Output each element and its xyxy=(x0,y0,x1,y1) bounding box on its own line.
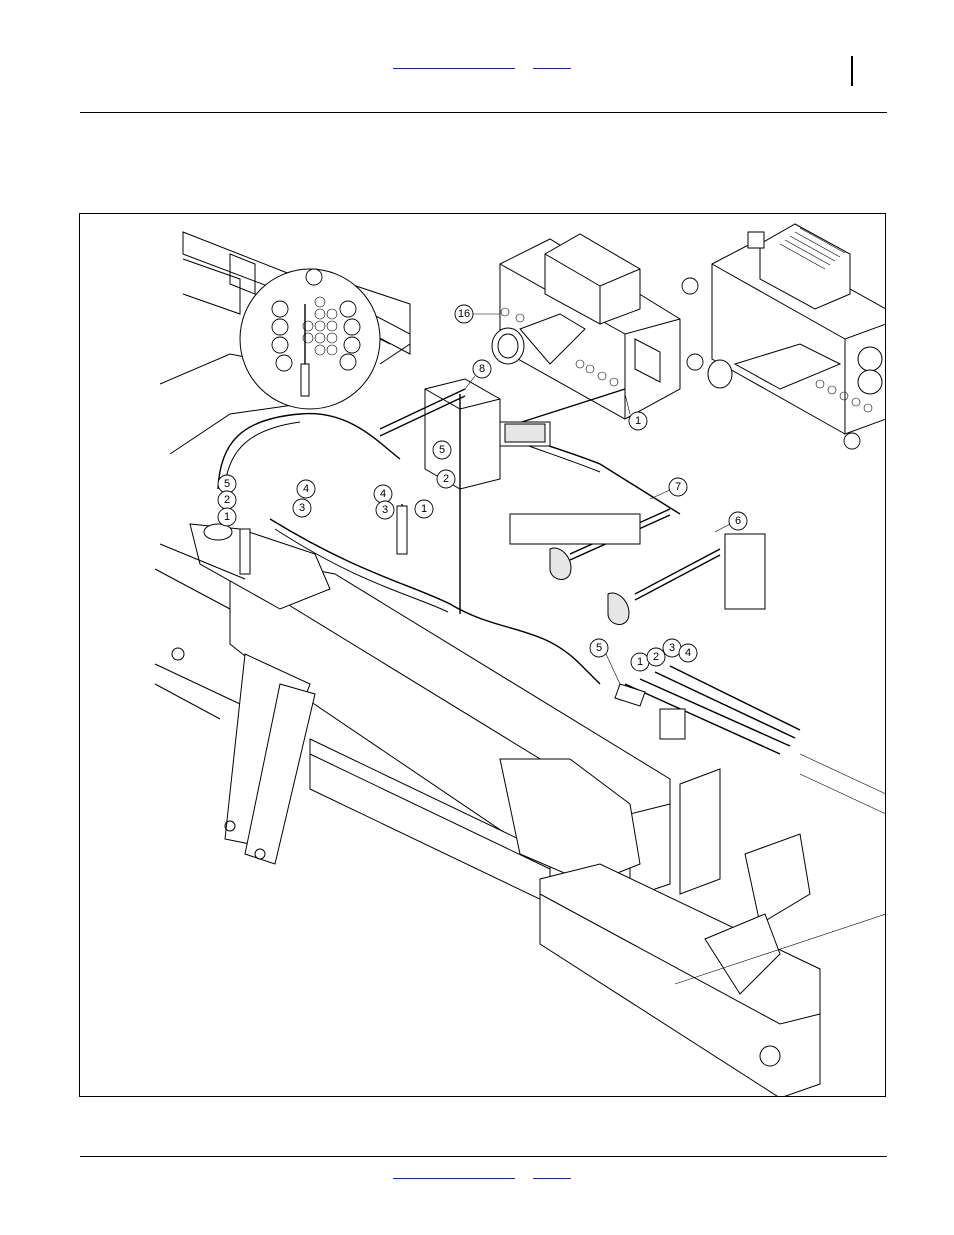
svg-text:3: 3 xyxy=(299,502,305,514)
hopper-unit-right xyxy=(682,224,886,449)
callout-1-hopper: 1 xyxy=(629,412,647,430)
callout-1-left: 1 xyxy=(218,508,236,526)
svg-text:5: 5 xyxy=(439,444,445,456)
callout-3-lower: 3 xyxy=(663,639,681,657)
exploded-assembly-drawing: 16 1 8 5 2 4 3 1 5 2 4 3 1 7 6 5 1 2 3 4 xyxy=(80,214,886,1097)
svg-text:5: 5 xyxy=(596,642,602,654)
svg-text:3: 3 xyxy=(669,642,675,654)
header-link-primary[interactable] xyxy=(393,58,515,69)
callout-4-left: 4 xyxy=(297,480,315,498)
svg-text:4: 4 xyxy=(380,488,386,500)
hopper-unit-left xyxy=(492,234,680,429)
header-link-secondary[interactable] xyxy=(533,58,571,69)
callout-5-lower: 5 xyxy=(590,639,608,657)
callout-4-lower: 4 xyxy=(679,644,697,662)
svg-text:6: 6 xyxy=(735,515,741,527)
svg-text:2: 2 xyxy=(653,651,659,663)
callout-4-mid: 4 xyxy=(374,485,392,503)
callout-16: 16 xyxy=(455,305,473,323)
svg-text:4: 4 xyxy=(685,647,691,659)
callout-3-left: 3 xyxy=(293,499,311,517)
footer-link-primary[interactable] xyxy=(393,1168,515,1179)
main-toolbar-beam xyxy=(155,524,670,904)
callout-6: 6 xyxy=(729,512,747,530)
callout-3-mid: 3 xyxy=(376,501,394,519)
footer-links xyxy=(393,1168,571,1179)
callout-5-left: 5 xyxy=(218,475,236,493)
svg-text:16: 16 xyxy=(458,308,470,320)
parts-diagram-figure: 16 1 8 5 2 4 3 1 5 2 4 3 1 7 6 5 1 2 3 4 xyxy=(79,213,886,1097)
svg-text:1: 1 xyxy=(421,503,427,515)
svg-text:1: 1 xyxy=(637,656,643,668)
svg-text:2: 2 xyxy=(224,494,230,506)
header-vertical-mark xyxy=(851,56,853,86)
svg-text:7: 7 xyxy=(675,481,681,493)
detail-inset xyxy=(240,269,380,409)
callout-5-mid: 5 xyxy=(433,441,451,459)
callout-1-mid: 1 xyxy=(415,500,433,518)
header-rule xyxy=(80,112,887,113)
svg-text:5: 5 xyxy=(224,478,230,490)
footer-link-secondary[interactable] xyxy=(533,1168,571,1179)
callout-7: 7 xyxy=(669,478,687,496)
svg-text:2: 2 xyxy=(443,473,449,485)
svg-text:3: 3 xyxy=(382,504,388,516)
callout-2-left: 2 xyxy=(218,491,236,509)
header-links xyxy=(393,58,571,69)
svg-text:8: 8 xyxy=(479,363,485,375)
callout-2-lower: 2 xyxy=(647,648,665,666)
callout-8: 8 xyxy=(473,360,491,378)
callout-2-mid: 2 xyxy=(437,470,455,488)
footer-rule xyxy=(80,1156,887,1157)
svg-text:1: 1 xyxy=(224,511,230,523)
svg-text:4: 4 xyxy=(303,483,309,495)
callout-1-lower: 1 xyxy=(631,653,649,671)
svg-text:1: 1 xyxy=(635,415,641,427)
